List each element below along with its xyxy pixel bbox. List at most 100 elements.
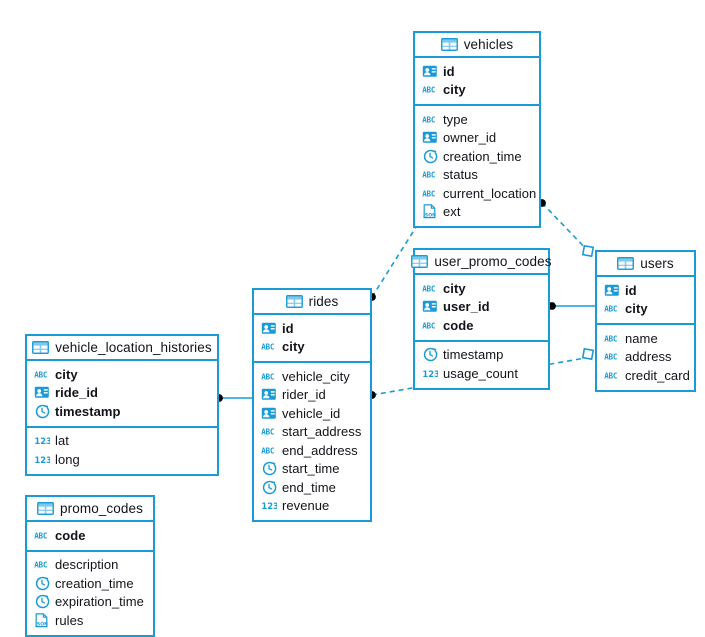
field-row-expiration_time[interactable]: expiration_time <box>27 593 153 612</box>
table-header-vehicles[interactable]: vehicles <box>415 33 539 58</box>
abc-icon: ABC <box>261 446 275 455</box>
field-row-ride_id[interactable]: ride_id <box>27 384 217 403</box>
svg-text:ABC: ABC <box>422 115 436 124</box>
field-row-timestamp[interactable]: timestamp <box>27 402 217 421</box>
relationship-line-vehicles-users[interactable] <box>541 202 592 255</box>
field-row-end_time[interactable]: end_time <box>254 478 370 497</box>
field-row-owner_id[interactable]: owner_id <box>415 129 539 148</box>
abc-icon: ABC <box>604 334 618 343</box>
field-row-name[interactable]: ABC name <box>597 329 694 348</box>
field-label: owner_id <box>443 130 497 146</box>
svg-text:ABC: ABC <box>422 86 436 95</box>
field-row-id[interactable]: id <box>254 319 370 338</box>
field-label: city <box>282 339 305 355</box>
field-label: ride_id <box>55 385 98 401</box>
field-row-creation_time[interactable]: creation_time <box>415 147 539 166</box>
num-icon: 123 <box>422 369 438 379</box>
table-header-vehicle_location_histories[interactable]: vehicle_location_histories <box>27 336 217 361</box>
field-label: current_location <box>443 185 537 201</box>
table-header-promo_codes[interactable]: promo_codes <box>27 497 153 522</box>
field-row-creation_time[interactable]: creation_time <box>27 574 153 593</box>
abc-icon: ABC <box>422 284 436 293</box>
field-label: city <box>443 280 466 296</box>
id-card-icon <box>261 407 276 419</box>
field-label: id <box>443 63 455 79</box>
svg-text:JSON: JSON <box>34 621 48 627</box>
table-header-user_promo_codes[interactable]: user_promo_codes <box>411 250 551 275</box>
field-label: id <box>282 320 294 336</box>
field-label: name <box>625 330 658 346</box>
field-label: code <box>55 527 86 543</box>
field-row-rider_id[interactable]: rider_id <box>254 386 370 405</box>
field-row-id[interactable]: id <box>415 62 539 81</box>
table-header-rides[interactable]: rides <box>254 290 370 315</box>
svg-text:ABC: ABC <box>604 334 618 343</box>
svg-text:ABC: ABC <box>422 189 436 198</box>
table-header-users[interactable]: users <box>597 252 694 277</box>
field-row-vehicle_id[interactable]: vehicle_id <box>254 404 370 423</box>
field-label: user_id <box>443 299 490 315</box>
field-label: ext <box>443 204 461 220</box>
field-row-rules[interactable]: JSON rules <box>27 611 153 630</box>
field-label: usage_count <box>443 365 519 381</box>
column-section: timestamp 123 usage_count <box>415 342 548 388</box>
svg-text:123: 123 <box>34 455 50 465</box>
field-row-code[interactable]: ABC code <box>415 316 548 335</box>
table-title: vehicle_location_histories <box>55 340 212 355</box>
svg-text:ABC: ABC <box>261 428 275 437</box>
field-row-status[interactable]: ABC status <box>415 166 539 185</box>
field-label: vehicle_id <box>282 405 341 421</box>
field-row-usage_count[interactable]: 123 usage_count <box>415 364 548 383</box>
clock-icon <box>423 348 438 362</box>
field-row-user_id[interactable]: user_id <box>415 298 548 317</box>
abc-icon: ABC <box>422 321 436 330</box>
abc-icon: ABC <box>422 171 436 180</box>
field-row-id[interactable]: id <box>597 281 694 300</box>
field-label: revenue <box>282 498 330 514</box>
field-row-current_location[interactable]: ABC current_location <box>415 184 539 203</box>
abc-icon: ABC <box>422 189 436 198</box>
table-title: vehicles <box>463 37 514 52</box>
relationship-target-square <box>581 244 595 258</box>
clock-icon <box>262 480 277 494</box>
field-row-city[interactable]: ABC city <box>415 279 548 298</box>
json-icon: JSON <box>34 613 48 627</box>
field-label: code <box>443 317 474 333</box>
field-label: status <box>443 167 478 183</box>
field-row-timestamp[interactable]: timestamp <box>415 346 548 365</box>
abc-icon: ABC <box>604 353 618 362</box>
clock-icon <box>35 404 50 418</box>
field-label: rules <box>55 612 84 628</box>
clock-icon <box>35 576 50 590</box>
abc-icon: ABC <box>261 372 275 381</box>
field-row-start_time[interactable]: start_time <box>254 460 370 479</box>
grid-icon <box>411 255 429 268</box>
